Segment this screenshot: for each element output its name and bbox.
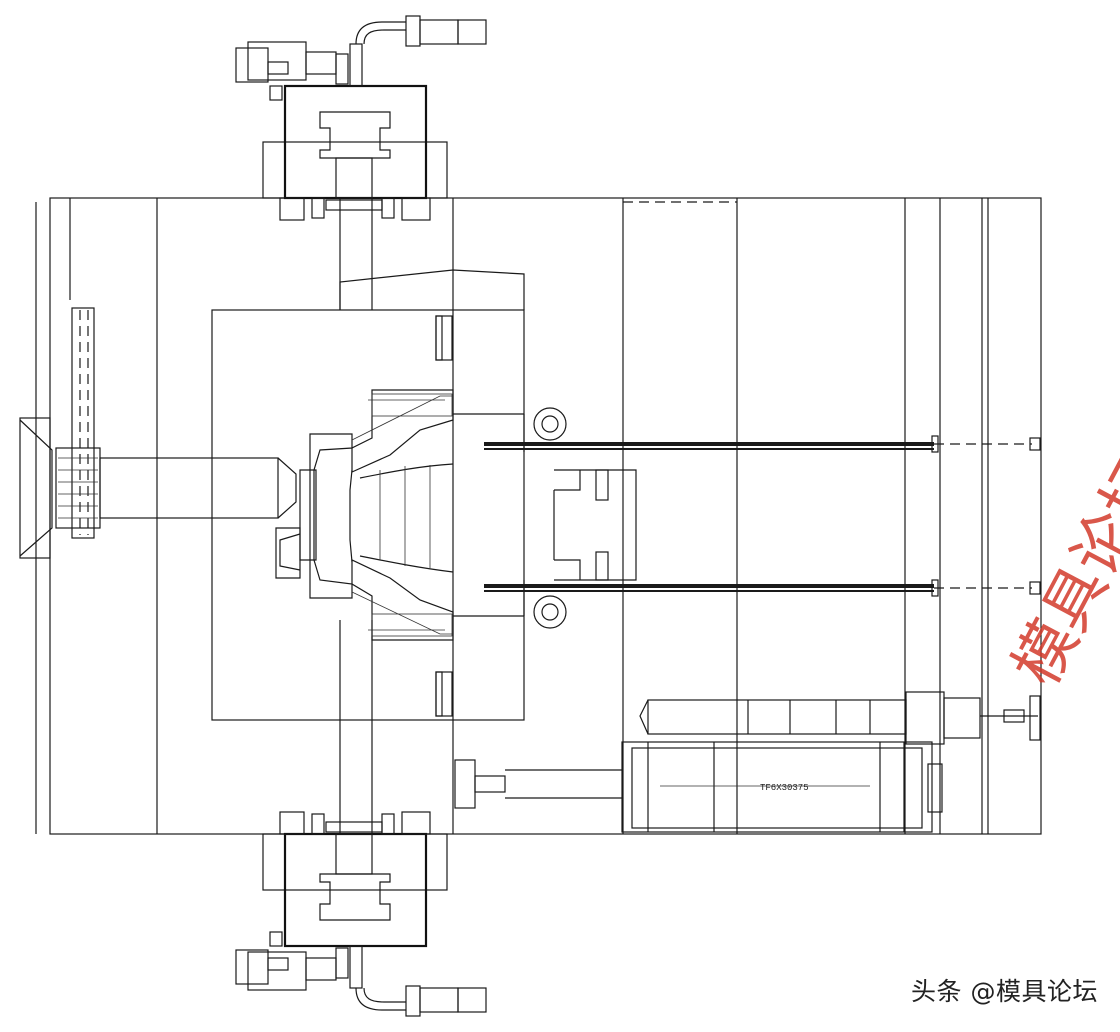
top-slide-assembly [235, 15, 487, 221]
sprue-nozzle [19, 307, 297, 559]
background-watermark: 模具论坛 [1002, 446, 1120, 697]
cavity-insert [211, 198, 525, 834]
watermark-caption: 头条 @模具论坛 [911, 977, 1098, 1006]
bottom-slide-assembly [235, 811, 487, 1017]
mold-base-plates [35, 197, 1042, 835]
watermark-red-text: 模具论坛 [1002, 446, 1120, 697]
ejector-rods [453, 407, 1041, 629]
molded-part [275, 389, 454, 641]
hydraulic-cylinder-lower: TF6X30375 [454, 741, 943, 833]
cylinder-label: TF6X30375 [760, 783, 809, 793]
hydraulic-cylinder-upper [639, 691, 1041, 745]
